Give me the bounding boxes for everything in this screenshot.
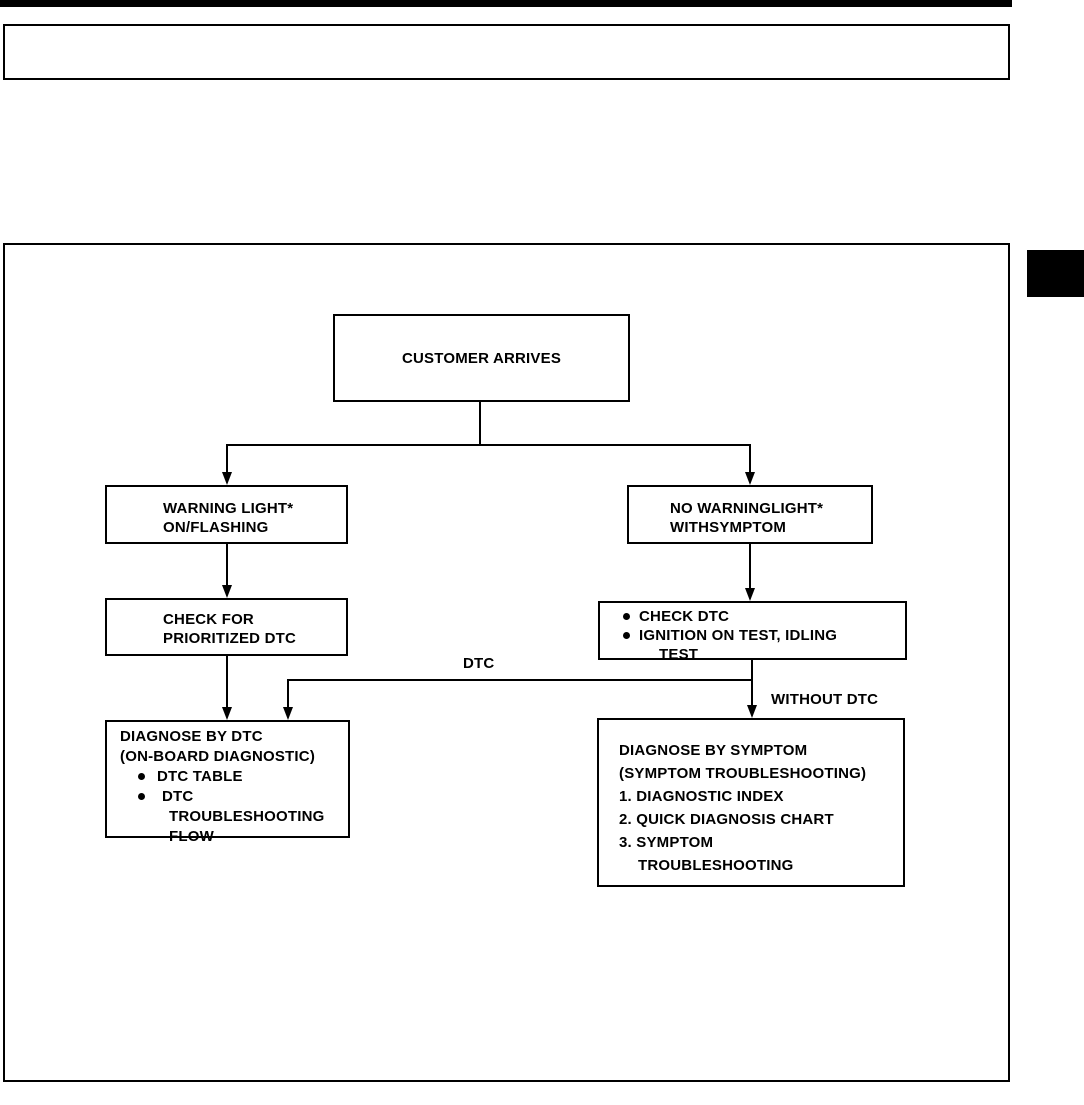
node-line: 3. SYMPTOM	[619, 834, 714, 851]
arrow-down-icon	[747, 705, 757, 718]
node-line: NO WARNINGLIGHT*	[670, 500, 824, 517]
connector-line	[287, 679, 289, 709]
node-line: CHECK DTC	[639, 608, 730, 625]
node-line: DIAGNOSE BY DTC	[120, 728, 263, 745]
edge-label-without-dtc: WITHOUT DTC	[771, 691, 879, 708]
node-line: (SYMPTOM TROUBLESHOOTING)	[619, 765, 867, 782]
node-line: DTC TABLE	[157, 768, 243, 785]
node-diagnose-by-symptom: DIAGNOSE BY SYMPTOM (SYMPTOM TROUBLESHOO…	[597, 718, 905, 887]
node-check-dtc-tests: CHECK DTC IGNITION ON TEST, IDLING TEST	[598, 601, 907, 663]
empty-header-box	[3, 24, 1010, 80]
node-line: 1. DIAGNOSTIC INDEX	[619, 788, 784, 805]
bullet-dot-icon	[138, 793, 145, 800]
node-line: PRIORITIZED DTC	[163, 630, 296, 647]
connector-line	[751, 660, 753, 707]
bullet-row: IGNITION ON TEST, IDLING	[623, 626, 901, 645]
connector-line	[226, 444, 751, 446]
connector-line	[749, 444, 751, 473]
arrow-down-icon	[222, 472, 232, 485]
connector-line	[226, 656, 228, 708]
node-line: TROUBLESHOOTING	[169, 808, 325, 825]
node-line: DIAGNOSE BY SYMPTOM	[619, 742, 808, 759]
node-label: CUSTOMER ARRIVES	[401, 349, 562, 367]
bullet-dot-icon	[138, 773, 145, 780]
node-customer-arrives: CUSTOMER ARRIVES	[333, 314, 630, 402]
arrow-down-icon	[745, 588, 755, 601]
bullet-dot-icon	[623, 613, 630, 620]
bullet-row: CHECK DTC	[623, 607, 901, 626]
section-tab-marker	[1027, 250, 1084, 297]
arrow-down-icon	[283, 707, 293, 720]
node-no-warning-light-with-symptom: NO WARNINGLIGHT* WITHSYMPTOM	[627, 485, 873, 544]
edge-label-dtc: DTC	[463, 655, 495, 672]
node-line: 2. QUICK DIAGNOSIS CHART	[619, 811, 834, 828]
connector-line	[226, 444, 228, 473]
node-line: CHECK FOR	[163, 611, 254, 628]
connector-line	[749, 544, 751, 590]
arrow-down-icon	[222, 585, 232, 598]
node-line: (ON-BOARD DIAGNOSTIC)	[120, 748, 316, 765]
node-line: IGNITION ON TEST, IDLING	[639, 627, 838, 644]
top-rule	[0, 0, 1012, 7]
arrow-down-icon	[222, 707, 232, 720]
connector-line	[226, 544, 228, 587]
node-line: WARNING LIGHT*	[163, 500, 294, 517]
bullet-dot-icon	[623, 632, 630, 639]
node-line: DTC	[162, 788, 194, 805]
node-line: TEST	[659, 646, 699, 663]
node-line: ON/FLASHING	[163, 519, 269, 536]
node-check-for-prioritized-dtc: CHECK FOR PRIORITIZED DTC	[105, 598, 348, 656]
node-diagnose-by-dtc: DIAGNOSE BY DTC (ON-BOARD DIAGNOSTIC) DT…	[105, 720, 350, 845]
bullet-row: DTC	[138, 787, 344, 807]
node-line: FLOW	[169, 828, 214, 845]
connector-line-dtc-branch	[288, 679, 753, 681]
node-line: WITHSYMPTOM	[670, 519, 787, 536]
arrow-down-icon	[745, 472, 755, 485]
connector-line	[479, 402, 481, 444]
bullet-row: DTC TABLE	[138, 767, 344, 787]
node-line: TROUBLESHOOTING	[638, 857, 794, 874]
node-warning-light-on-flashing: WARNING LIGHT* ON/FLASHING	[105, 485, 348, 544]
